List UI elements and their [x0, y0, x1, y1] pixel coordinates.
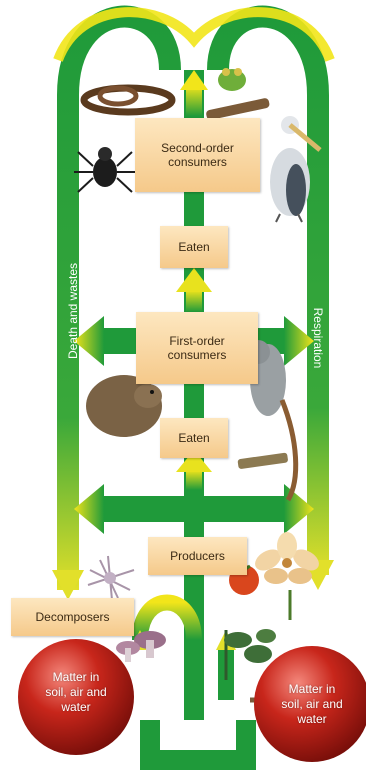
- second-order-consumers-box: Second-order consumers: [135, 118, 260, 192]
- up-arrow-middle: [176, 268, 212, 312]
- producers-label: Producers: [170, 549, 225, 563]
- first-order-consumers-box: First-order consumers: [136, 312, 258, 384]
- eaten-lower-box: Eaten: [160, 418, 228, 458]
- log-icon: [237, 452, 288, 469]
- right-reservoir-label: Matter in soil, air and water: [280, 682, 344, 727]
- snake-icon: [84, 88, 172, 112]
- respiration-label: Respiration: [309, 303, 325, 373]
- eaten-upper-label: Eaten: [178, 240, 209, 254]
- eaten-upper-box: Eaten: [160, 226, 228, 268]
- death-and-wastes-label: Death and wastes: [66, 261, 82, 361]
- first-order-consumers-label: First-order consumers: [152, 334, 242, 363]
- wombat-icon: [86, 375, 162, 437]
- eaten-lower-label: Eaten: [178, 431, 209, 445]
- mould-icon: [88, 556, 134, 600]
- decomposers-label: Decomposers: [35, 610, 109, 624]
- second-order-consumers-label: Second-order consumers: [153, 141, 243, 170]
- decomposers-box: Decomposers: [11, 598, 134, 636]
- frog-icon: [205, 68, 270, 121]
- producers-box: Producers: [148, 537, 247, 575]
- left-reservoir-label: Matter in soil, air and water: [44, 670, 108, 715]
- spider-icon: [74, 147, 136, 192]
